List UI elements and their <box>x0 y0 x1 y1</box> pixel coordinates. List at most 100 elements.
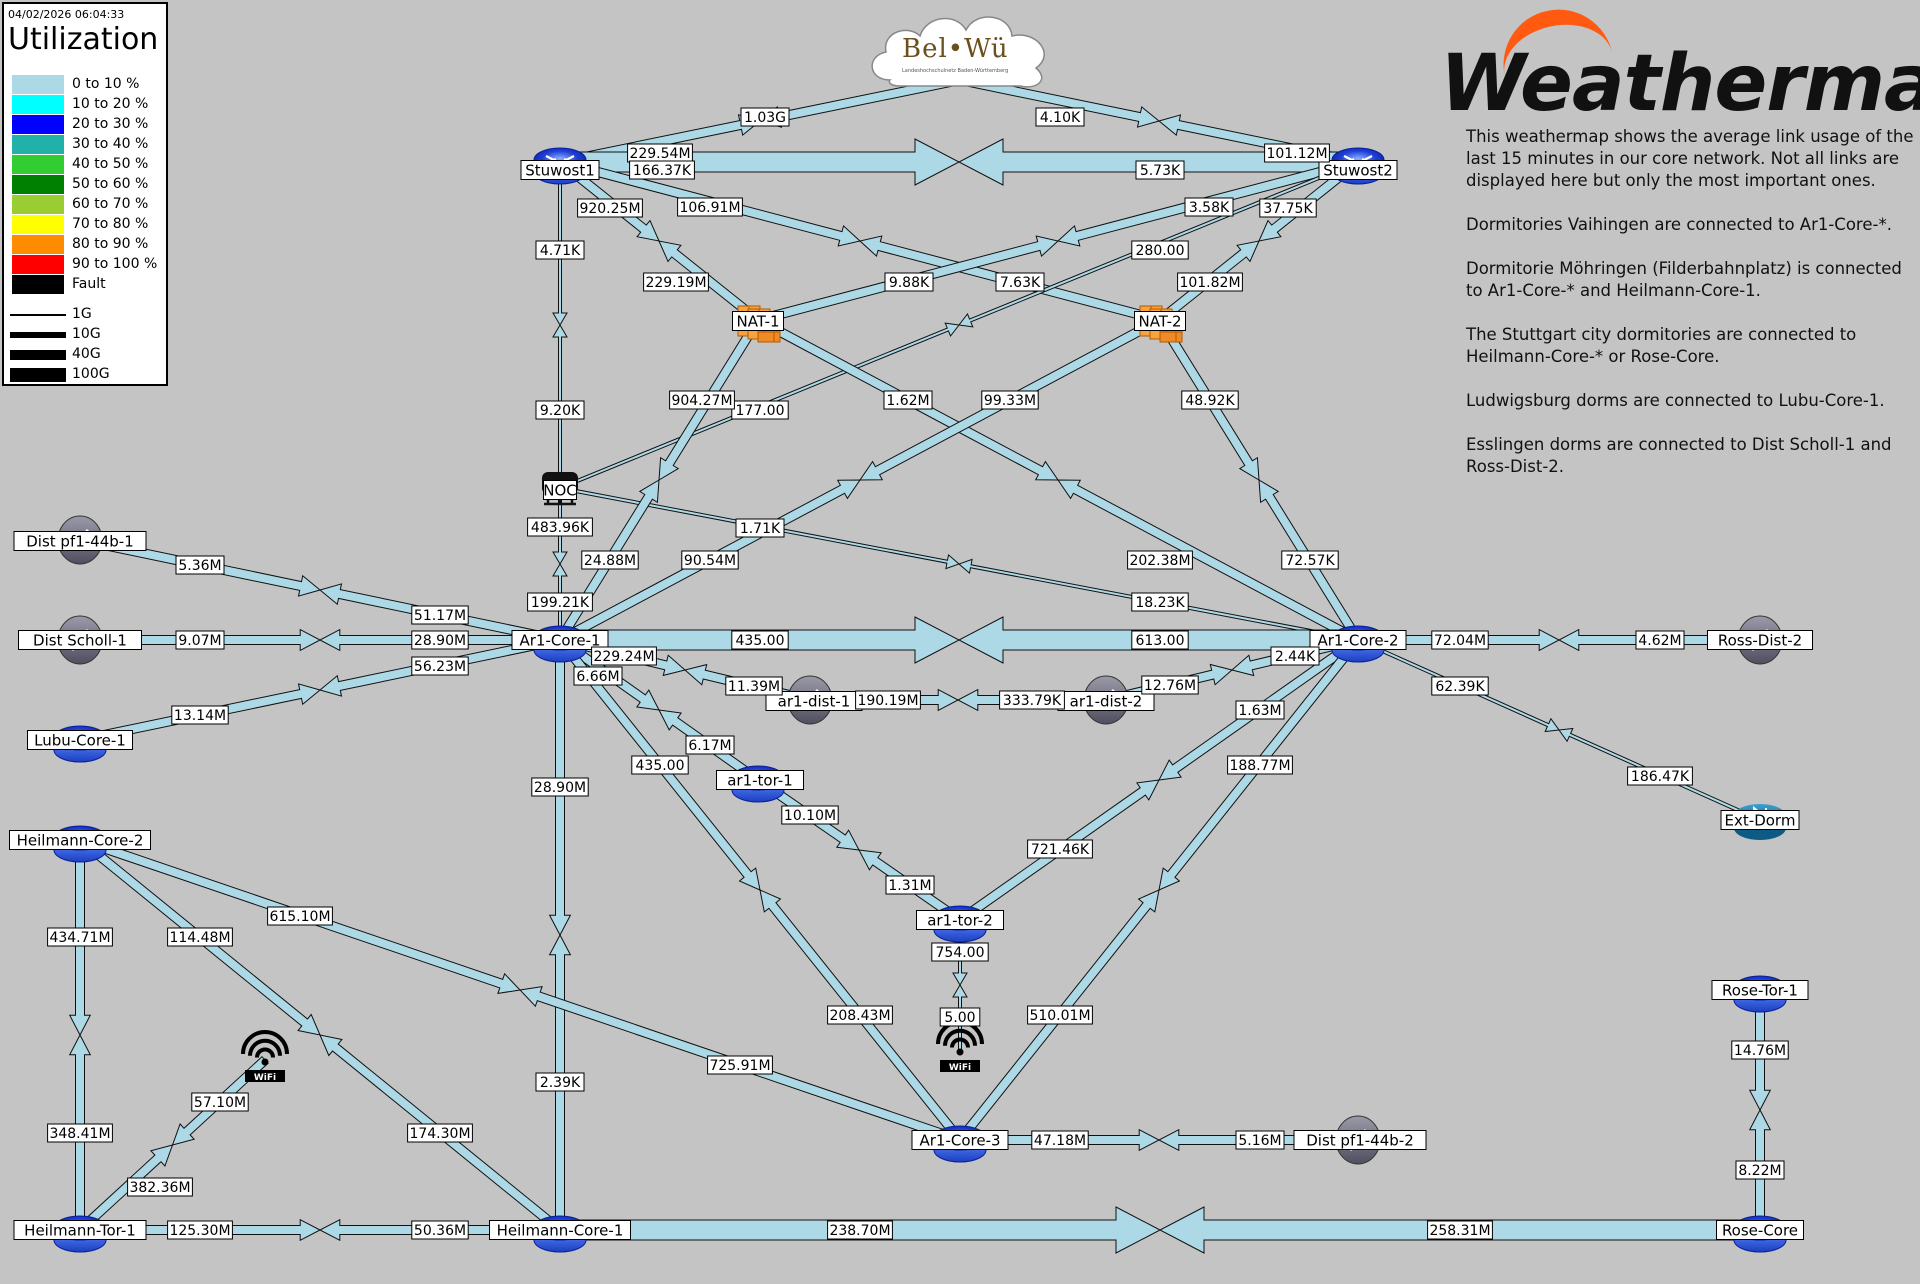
link-half[interactable] <box>559 138 961 186</box>
label-text: 920.25M <box>579 201 640 217</box>
node-noc[interactable]: NOC <box>542 472 578 506</box>
label-box <box>535 240 585 260</box>
label-text: 2.44K <box>1275 649 1316 665</box>
label-text: 24.88M <box>584 553 636 569</box>
link-half[interactable] <box>559 485 960 570</box>
label-text: Ar1-Core-1 <box>519 631 600 649</box>
label-text: 725.91M <box>709 1058 770 1074</box>
node-rosecore[interactable]: Rose-Core <box>1716 1215 1804 1253</box>
width-label: 40G <box>72 346 101 362</box>
cloud-subtitle: Landeshochschulnetz Baden-Württemberg <box>902 68 1009 74</box>
link-noc-ar1core2[interactable] <box>559 485 1359 643</box>
link-half[interactable] <box>958 558 1359 643</box>
timestamp: 04/02/2026 06:04:33 <box>8 8 125 21</box>
link-distpf1441-ar1core1[interactable] <box>78 535 562 645</box>
label-box <box>716 770 804 790</box>
node-lubucore1[interactable]: Lubu-Core-1 <box>27 725 133 763</box>
link-ar1core1-heilcore1[interactable] <box>548 639 572 1231</box>
label-text: Stuwost2 <box>1323 161 1393 179</box>
link-label-out: 382.36M <box>127 1177 193 1197</box>
link-label-in: 1.31M <box>885 875 935 895</box>
label-box <box>1131 630 1189 650</box>
node-heiltor1[interactable]: Heilmann-Tor-1 <box>13 1215 147 1253</box>
link-ar1core2-extdorm[interactable] <box>1356 637 1762 823</box>
link-label-in: 5.73K <box>1135 160 1185 180</box>
node-ar1tor2[interactable]: ar1-tor-2 <box>916 905 1004 943</box>
node-nat2[interactable]: NAT-2 <box>1134 305 1186 343</box>
link-label-in: 510.01M <box>1027 1005 1093 1025</box>
wifi-icon <box>245 1070 285 1082</box>
node-wifi1[interactable]: WiFi <box>241 1030 289 1083</box>
label-box <box>1141 675 1199 695</box>
label-box <box>740 107 790 127</box>
label-text: 90.54M <box>684 553 736 569</box>
link-label-in: 11.39M <box>725 676 783 696</box>
node-distpf1442[interactable]: Dist pf1-44b-2 <box>1293 1115 1427 1165</box>
link-heiltor1-wifi1[interactable] <box>76 1055 269 1235</box>
link-heilcore2-heilcore1[interactable] <box>76 835 564 1235</box>
label-text: 101.12M <box>1266 146 1327 162</box>
link-label-in: 333.79K <box>999 690 1065 710</box>
label-box <box>1127 550 1193 570</box>
label-text: 125.30M <box>169 1223 230 1239</box>
link-noc-ar1core1[interactable] <box>552 487 568 641</box>
link-heilcore1-rosecore[interactable] <box>559 1206 1761 1254</box>
label-text: 1.71K <box>740 521 781 537</box>
node-nat1[interactable]: NAT-1 <box>732 305 784 343</box>
node-stuwost1[interactable]: Stuwost1 <box>520 147 600 185</box>
node-distpf1441[interactable]: Dist pf1-44b-1 <box>13 515 147 565</box>
label-box <box>411 656 469 676</box>
link-rosetor1-rosecore[interactable] <box>1748 989 1772 1231</box>
node-distscholl1[interactable]: Dist Scholl-1 <box>18 615 142 665</box>
node-label: Stuwost2 <box>1318 160 1398 180</box>
width-sample <box>10 350 66 360</box>
label-box <box>407 1123 473 1143</box>
label-box <box>669 390 735 410</box>
node-ar1tor1[interactable]: ar1-tor-1 <box>716 765 804 803</box>
label-text: 238.70M <box>829 1223 890 1239</box>
label-text: 199.21K <box>531 595 590 611</box>
node-heilcore1[interactable]: Heilmann-Core-1 <box>489 1215 631 1253</box>
link-label-in: 9.88K <box>884 272 934 292</box>
node-extdorm[interactable]: Ext-Dorm <box>1720 804 1800 840</box>
link-half[interactable] <box>1057 479 1361 645</box>
label-text: 382.36M <box>129 1180 190 1196</box>
link-ar1core2-rossdist2[interactable] <box>1357 628 1761 652</box>
link-lubucore1-ar1core1[interactable] <box>78 635 562 745</box>
node-rosetor1[interactable]: Rose-Tor-1 <box>1711 975 1809 1013</box>
legend-label: Fault <box>72 276 106 292</box>
label-text: 37.75K <box>1263 201 1313 217</box>
width-sample <box>10 332 66 338</box>
label-box <box>175 555 225 575</box>
node-stuwost2[interactable]: Stuwost2 <box>1318 147 1398 185</box>
node-ar1core1[interactable]: Ar1-Core-1 <box>511 625 609 663</box>
label-text: 5.36M <box>178 558 221 574</box>
link-label-in: 229.19M <box>643 272 709 292</box>
node-label: ar1-tor-2 <box>916 910 1004 930</box>
node-ar1core3[interactable]: Ar1-Core-3 <box>911 1125 1009 1163</box>
node-ar1dist2[interactable]: ar1-dist-2 <box>1057 675 1155 725</box>
label-box <box>1135 160 1185 180</box>
label-box <box>1720 810 1800 830</box>
label-box <box>1716 1220 1804 1240</box>
node-label: Rose-Core <box>1716 1220 1804 1240</box>
label-text: 72.04M <box>1434 633 1486 649</box>
link-heiltor1-heilcore1[interactable] <box>79 1218 561 1242</box>
node-rossdist2[interactable]: Ross-Dist-2 <box>1707 615 1813 665</box>
node-heilcore2[interactable]: Heilmann-Core-2 <box>9 825 151 863</box>
link-label-in: 177.00 <box>731 400 789 420</box>
node-ar1dist1[interactable]: ar1-dist-1 <box>765 675 863 725</box>
link-label-out: 190.19M <box>855 690 921 710</box>
label-box <box>1735 1160 1785 1180</box>
link-ar1core2-ar1core3[interactable] <box>955 636 1363 1144</box>
node-ar1core2[interactable]: Ar1-Core-2 <box>1309 625 1407 663</box>
link-ar1tor1-ar1tor2[interactable] <box>754 775 964 925</box>
link-stuwost1-noc[interactable] <box>552 161 568 489</box>
label-text: 258.31M <box>1429 1223 1490 1239</box>
link-half[interactable] <box>76 1144 174 1235</box>
link-heilcore2-heiltor1[interactable] <box>68 839 92 1231</box>
link-ar1core1-ar1core2[interactable] <box>559 616 1359 664</box>
link-distscholl1-ar1core1[interactable] <box>79 628 561 652</box>
